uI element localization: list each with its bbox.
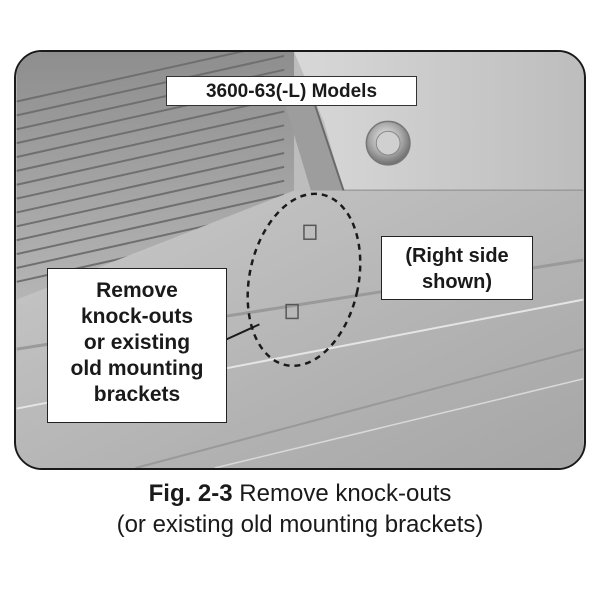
caption-title: Remove knock-outs [239,480,452,507]
rib-line [16,138,285,200]
rib-line [16,193,285,256]
knockout-highlight-oval [246,192,362,368]
knockout-square [303,224,317,240]
side-note-label: (Right side shown) [381,236,533,300]
rib-line [16,96,285,158]
callout-line: knock-outs [80,305,193,328]
rib-line [16,152,285,214]
caption-line-1: Fig. 2-3 Remove knock-outs [0,478,600,509]
rib-line [16,165,285,228]
vertical-post [284,101,344,201]
callout-leader-line [226,323,260,341]
knockout-square [285,303,299,320]
side-note-line: (Right side [405,245,509,267]
callout-line: or existing [83,331,191,354]
caption-line-2: (or existing old mounting brackets) [116,511,484,538]
rib-line [16,179,285,242]
rib-line [16,54,285,117]
rib-line [16,124,285,186]
figure-number: Fig. 2-3 [148,480,233,507]
rib-line [16,52,245,103]
remove-knockouts-callout: Remove knock-outs or existing old mounti… [47,268,227,423]
callout-line: brackets [93,383,181,406]
rib-line [16,110,285,172]
side-note-line: shown) [422,271,492,293]
models-label: 3600-63(-L) Models [166,76,417,106]
callout-line: Remove [96,279,178,302]
callout-line: old mounting [70,357,204,380]
figure-caption: Fig. 2-3 Remove knock-outs (or existing … [0,478,600,540]
